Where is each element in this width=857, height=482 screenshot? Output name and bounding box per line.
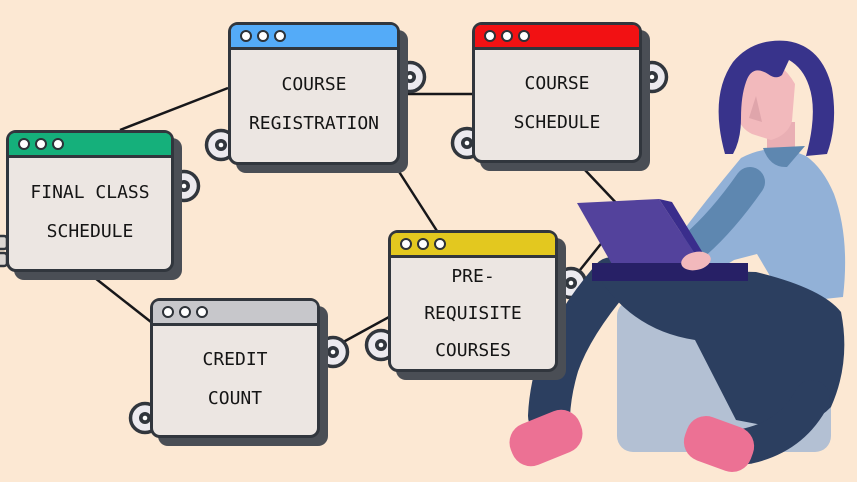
face bbox=[737, 60, 795, 140]
connector-knob-icon bbox=[167, 169, 201, 203]
window-titlebar bbox=[475, 25, 639, 50]
window-pre-requisite-courses[interactable]: PRE- REQUISITE COURSES bbox=[388, 230, 558, 372]
nose-shadow bbox=[749, 96, 762, 122]
woman-illustration bbox=[509, 40, 846, 472]
window-body: PRE- REQUISITE COURSES bbox=[391, 258, 555, 373]
window-dot-icon bbox=[52, 138, 64, 150]
right-shoe bbox=[683, 416, 755, 472]
window-label-line: SCHEDULE bbox=[513, 112, 601, 133]
laptop-base bbox=[592, 263, 748, 281]
window-titlebar bbox=[153, 301, 317, 326]
edge-schedule-to-laptop bbox=[584, 169, 621, 208]
window-dot-icon bbox=[434, 238, 446, 250]
window-dot-icon bbox=[501, 30, 513, 42]
edge-final-to-registration bbox=[119, 86, 229, 132]
window-final-class-schedule[interactable]: FINAL CLASS SCHEDULE bbox=[6, 130, 174, 272]
window-dot-icon bbox=[274, 30, 286, 42]
window-course-schedule[interactable]: COURSE SCHEDULE bbox=[472, 22, 642, 163]
left-shoe bbox=[509, 409, 583, 467]
hips-and-thighs bbox=[593, 268, 845, 428]
window-body: COURSE SCHEDULE bbox=[475, 50, 639, 160]
window-dot-icon bbox=[18, 138, 30, 150]
window-body: FINAL CLASS SCHEDULE bbox=[9, 158, 171, 269]
window-dot-icon bbox=[400, 238, 412, 250]
hair bbox=[718, 40, 835, 156]
window-dot-icon bbox=[484, 30, 496, 42]
laptop-screen bbox=[577, 199, 701, 266]
window-dot-icon bbox=[257, 30, 269, 42]
window-titlebar bbox=[231, 25, 397, 50]
window-label-line: REQUISITE bbox=[424, 303, 522, 324]
collar bbox=[763, 146, 805, 168]
window-label-line: FINAL CLASS bbox=[30, 181, 150, 203]
window-label-line: COURSE bbox=[281, 74, 347, 95]
window-dot-icon bbox=[240, 30, 252, 42]
window-dot-icon bbox=[518, 30, 530, 42]
window-titlebar bbox=[391, 233, 555, 258]
window-label-line: SCHEDULE bbox=[46, 220, 134, 242]
window-credit-count[interactable]: CREDIT COUNT bbox=[150, 298, 320, 438]
window-course-registration[interactable]: COURSE REGISTRATION bbox=[228, 22, 400, 165]
laptop-screen-edge bbox=[659, 199, 709, 263]
edge-final-to-credit bbox=[94, 277, 152, 323]
window-dot-icon bbox=[162, 306, 174, 318]
window-label-line: PRE- bbox=[451, 266, 495, 287]
window-titlebar bbox=[9, 133, 171, 158]
window-dot-icon bbox=[417, 238, 429, 250]
edge-registration-to-prerequisite bbox=[394, 166, 439, 232]
window-label-line: COUNT bbox=[207, 387, 263, 409]
hand bbox=[681, 251, 711, 271]
window-dot-icon bbox=[196, 306, 208, 318]
window-dot-icon bbox=[179, 306, 191, 318]
window-body: CREDIT COUNT bbox=[153, 326, 317, 435]
connector-knobs bbox=[0, 60, 669, 435]
window-label-line: REGISTRATION bbox=[248, 113, 380, 134]
window-label-line: CREDIT bbox=[202, 348, 268, 370]
window-dot-icon bbox=[35, 138, 47, 150]
connector-knob-icon bbox=[316, 335, 350, 369]
window-body: COURSE REGISTRATION bbox=[231, 50, 397, 162]
left-leg bbox=[528, 257, 633, 437]
window-label-line: COURSE bbox=[524, 73, 590, 94]
window-label-line: COURSES bbox=[435, 340, 511, 361]
